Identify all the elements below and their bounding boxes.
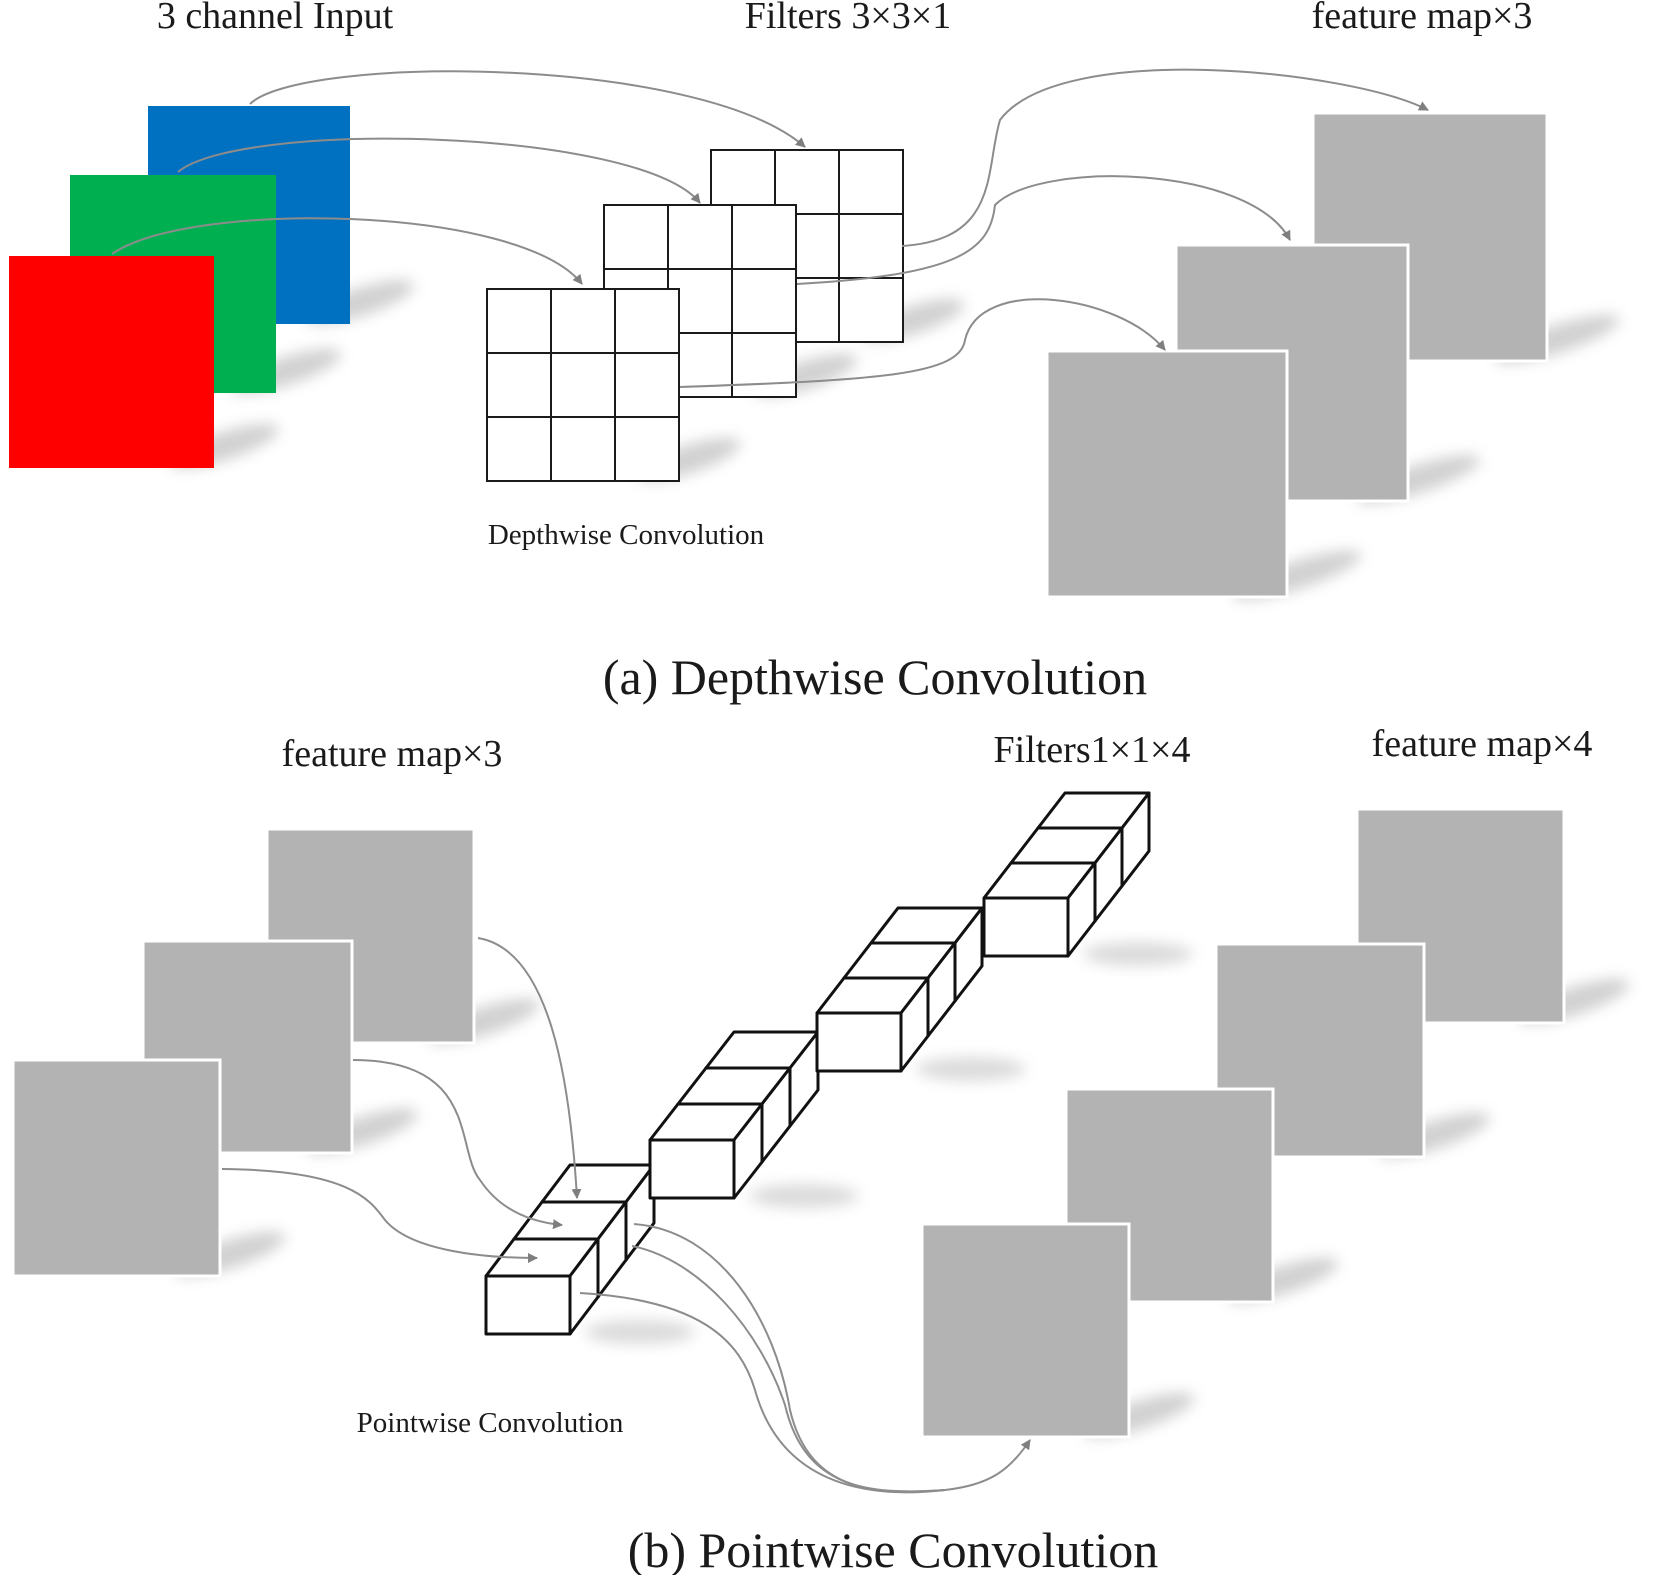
pointwise-input-label: feature map×3 — [282, 733, 503, 775]
arrow-filter-to-map-2 — [796, 175, 1291, 285]
pointwise-filter-2 — [648, 1030, 820, 1200]
depthwise-caption: (a) Depthwise Convolution — [603, 649, 1147, 705]
cube-front-face — [815, 1011, 903, 1073]
arrow-blue-to-filter — [249, 70, 806, 148]
cube-front-face — [484, 1274, 572, 1336]
strand-3 — [579, 1292, 946, 1494]
pointwise-filter-shadow — [916, 1057, 1026, 1081]
filter-cell — [667, 204, 733, 270]
strand-2 — [631, 1245, 946, 1493]
filter-cell — [486, 288, 552, 354]
input-channel-red — [9, 256, 214, 468]
pointwise-filter-shadow — [749, 1184, 859, 1208]
arrow-green-to-filter — [177, 137, 701, 204]
depthwise-input-channels — [9, 106, 350, 468]
depthwise-filters-label: Filters 3×3×1 — [745, 0, 951, 37]
pointwise-filter-shadow — [585, 1320, 695, 1344]
pointwise-filter-3 — [815, 906, 984, 1073]
filter-cell — [838, 149, 904, 215]
output-feature-map — [920, 1222, 1131, 1439]
pointwise-filter-4 — [982, 791, 1151, 958]
pointwise-filters-label: Filters1×1×4 — [994, 729, 1191, 771]
pointwise-output-label: feature map×4 — [1372, 723, 1593, 765]
output-feature-map — [1355, 807, 1566, 1025]
filter-cell — [550, 416, 616, 482]
filter-cell — [731, 332, 797, 398]
filter-cell — [614, 352, 680, 418]
filter-cell — [486, 416, 552, 482]
feature-map — [1045, 349, 1289, 599]
arrow-to-output-map — [944, 1439, 1031, 1491]
pointwise-feature-maps — [920, 807, 1566, 1439]
depthwise-output-label: feature map×3 — [1312, 0, 1533, 37]
pointwise-input-maps — [11, 827, 476, 1278]
arrow-map-1-to-filter — [477, 937, 582, 1199]
pointwise-caption: (b) Pointwise Convolution — [628, 1522, 1159, 1575]
pointwise-connectors — [221, 937, 1031, 1494]
filter-cell — [838, 213, 904, 279]
filter-cell — [731, 204, 797, 270]
filter-cell — [486, 352, 552, 418]
depthwise-panel: 3 channel Input Filters 3×3×1 feature ma… — [9, 0, 1620, 705]
filter-cell — [614, 416, 680, 482]
arrow-map-2-to-filter — [352, 1059, 563, 1230]
pointwise-filters — [484, 791, 1151, 1336]
depthwise-filters — [486, 149, 904, 482]
filter-cell — [838, 277, 904, 343]
filter-3x3-3 — [486, 288, 680, 482]
filter-cell — [710, 149, 776, 215]
pointwise-filter-shadow — [1083, 942, 1193, 966]
depthwise-feature-maps — [1045, 111, 1549, 599]
filter-cell — [614, 288, 680, 354]
pointwise-op-label: Pointwise Convolution — [357, 1407, 624, 1439]
depthwise-connectors — [111, 68, 1429, 388]
depthwise-op-label: Depthwise Convolution — [488, 519, 765, 551]
filter-cell — [603, 204, 669, 270]
arrow-filter-to-map-3 — [679, 298, 1166, 388]
cube-front-face — [648, 1138, 736, 1200]
pointwise-filter-1 — [484, 1163, 656, 1336]
arrow-filter-to-map-1 — [901, 68, 1429, 247]
arrow-map-3-to-filter — [221, 1168, 538, 1263]
depthwise-input-label: 3 channel Input — [157, 0, 394, 37]
filter-cell — [550, 352, 616, 418]
arrow-red-to-filter — [111, 217, 583, 285]
cube-front-face — [982, 896, 1070, 958]
filter-cell — [550, 288, 616, 354]
input-feature-map — [11, 1058, 222, 1278]
pointwise-panel: feature map×3 Filters1×1×4 feature map×4… — [11, 723, 1630, 1575]
filter-cell — [731, 268, 797, 334]
